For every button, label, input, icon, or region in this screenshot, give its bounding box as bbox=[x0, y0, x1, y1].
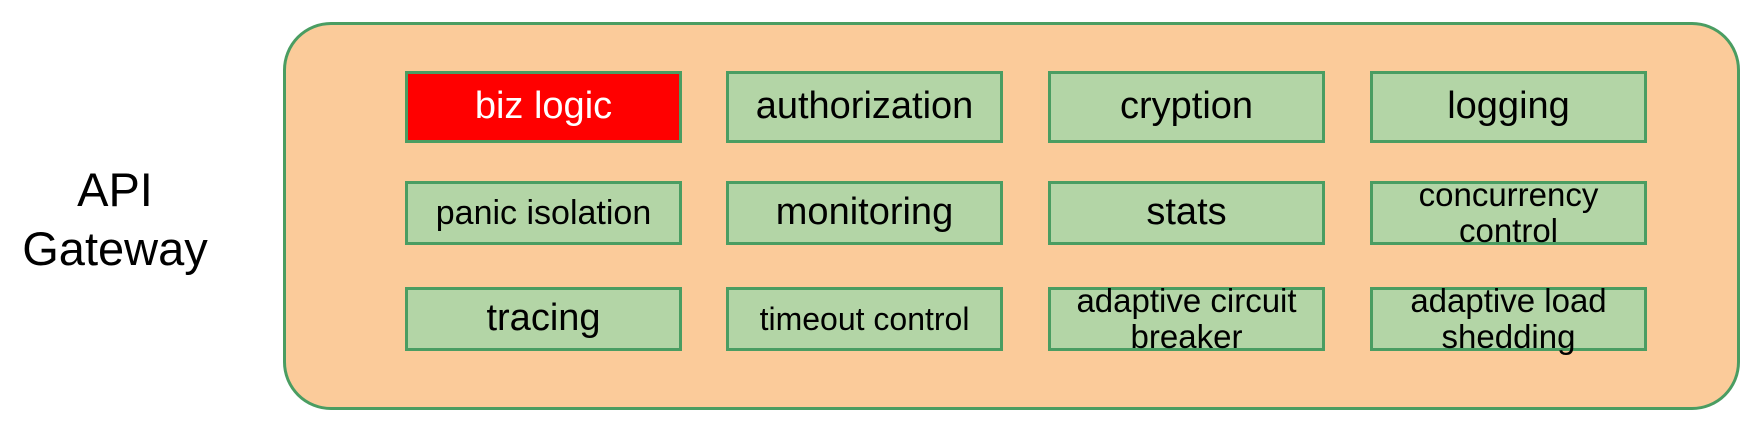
cell-adaptive-load-shedding: adaptive load shedding bbox=[1370, 283, 1647, 354]
cell-biz-logic: biz logic bbox=[405, 71, 682, 143]
cell-panic-isolation: panic isolation bbox=[405, 181, 682, 245]
cell-authorization: authorization bbox=[726, 71, 1003, 143]
cell-tracing: tracing bbox=[405, 287, 682, 351]
cell-cryption: cryption bbox=[1048, 71, 1325, 143]
api-gateway-container: biz logic authorization cryption logging… bbox=[283, 22, 1740, 410]
cell-stats: stats bbox=[1048, 181, 1325, 245]
cell-timeout-control: timeout control bbox=[726, 287, 1003, 351]
cell-monitoring: monitoring bbox=[726, 181, 1003, 245]
cell-concurrency-control: concurrency control bbox=[1370, 177, 1647, 248]
api-gateway-title: API Gateway bbox=[22, 163, 208, 275]
cell-logging: logging bbox=[1370, 71, 1647, 143]
cell-adaptive-circuit-breaker: adaptive circuit breaker bbox=[1048, 283, 1325, 354]
